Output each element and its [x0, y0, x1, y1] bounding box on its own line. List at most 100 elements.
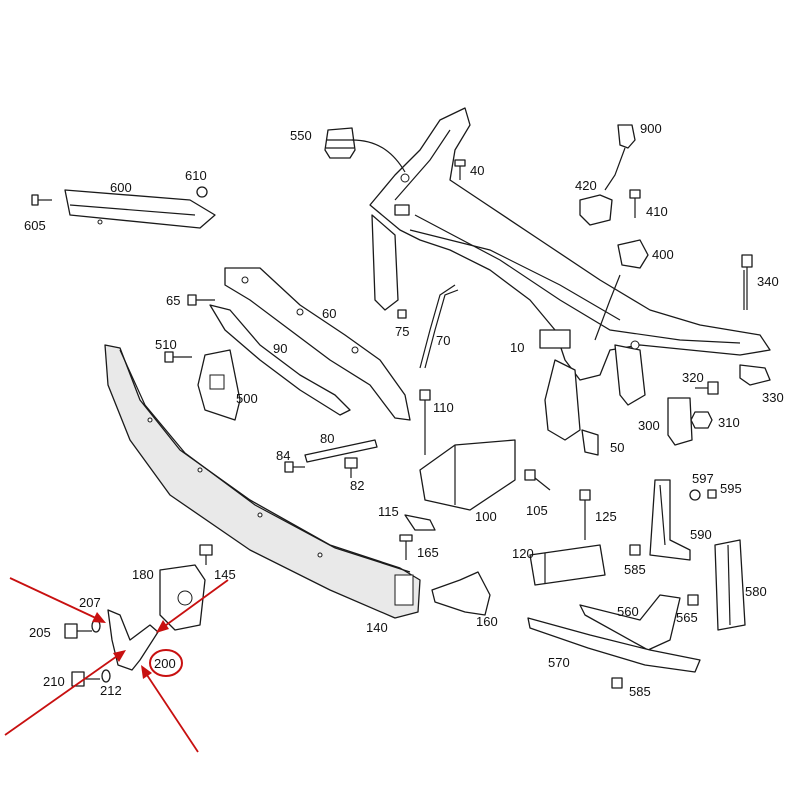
label-510: 510 [155, 337, 177, 352]
label-65: 65 [166, 293, 180, 308]
label-320: 320 [682, 370, 704, 385]
bolt-part-75 [397, 309, 407, 319]
label-160: 160 [476, 614, 498, 629]
bolt-part-125 [579, 489, 591, 540]
bolt-part-110 [419, 389, 431, 455]
label-400: 400 [652, 247, 674, 262]
label-60: 60 [322, 306, 336, 321]
bolt-part-595 [707, 489, 717, 499]
highlight-arrow-lower-right [141, 665, 199, 753]
label-115: 115 [378, 504, 399, 519]
highlight-arrow-upper-left [9, 577, 106, 623]
bumper-beam-part-140 [104, 344, 421, 619]
label-500: 500 [236, 391, 258, 406]
label-145: 145 [214, 567, 236, 582]
washer-part-212 [101, 669, 111, 683]
bolt-part-165 [399, 534, 413, 560]
bracket-part-560 [579, 594, 681, 651]
label-600: 600 [110, 180, 132, 195]
foam-part-120 [529, 544, 606, 586]
label-585-lower: 585 [629, 684, 651, 699]
bracket-part-70 [419, 284, 459, 369]
bracket-part-500 [197, 349, 241, 421]
bolt-part-585-upper [629, 544, 641, 556]
label-410: 410 [646, 204, 668, 219]
washer-part-597 [689, 489, 701, 501]
label-210: 210 [43, 674, 65, 689]
label-560: 560 [617, 604, 639, 619]
label-75: 75 [395, 324, 409, 339]
bracket-part-160 [431, 571, 491, 616]
bolt-part-145 [199, 544, 213, 565]
highlight-arrow-lower-left [4, 650, 126, 736]
support-part-60 [224, 267, 411, 421]
label-330: 330 [762, 390, 784, 405]
bolt-part-565 [687, 594, 699, 606]
label-570: 570 [548, 655, 570, 670]
bolt-part-82 [344, 457, 358, 478]
sensor-part-900 [604, 124, 636, 191]
label-50: 50 [610, 440, 624, 455]
label-110: 110 [433, 400, 454, 415]
label-70: 70 [436, 333, 450, 348]
label-565: 565 [676, 610, 698, 625]
label-82: 82 [350, 478, 364, 493]
label-84: 84 [276, 448, 290, 463]
part-330 [739, 364, 771, 386]
nut-part-610 [196, 186, 208, 198]
highlight-circle-200 [149, 649, 183, 677]
nut-part-310 [690, 411, 713, 429]
bolt-part-320 [695, 381, 719, 395]
label-125: 125 [595, 509, 617, 524]
bolt-part-340 [741, 254, 753, 310]
bracket-part-570 [527, 617, 701, 673]
bolt-part-410 [629, 189, 641, 218]
screw-part-605 [31, 194, 52, 206]
label-585-upper: 585 [624, 562, 646, 577]
clip-part-115 [404, 514, 436, 531]
label-100: 100 [475, 509, 497, 524]
bolt-part-65 [187, 294, 215, 306]
label-590: 590 [690, 527, 712, 542]
bracket-part-590 [649, 479, 691, 561]
front-carrier-part-10 [369, 107, 771, 441]
label-90: 90 [273, 341, 287, 356]
label-200: 200 [154, 656, 176, 671]
bracket-part-420 [579, 194, 613, 226]
label-40: 40 [470, 163, 484, 178]
bolt-part-84 [284, 461, 305, 473]
label-610: 610 [185, 168, 207, 183]
label-310: 310 [718, 415, 740, 430]
carrier-part-600 [64, 189, 216, 229]
label-120: 120 [512, 546, 534, 561]
highlight-arrow-upper-right [156, 579, 229, 633]
bolt-part-585-lower [611, 677, 623, 689]
label-10: 10 [510, 340, 524, 355]
label-180: 180 [132, 567, 154, 582]
label-300: 300 [638, 418, 660, 433]
label-597: 597 [692, 471, 714, 486]
rod-part-80 [304, 439, 378, 463]
bolt-part-510 [164, 351, 192, 363]
bracket-part-50 [581, 429, 599, 456]
label-605: 605 [24, 218, 46, 233]
label-550: 550 [290, 128, 312, 143]
label-900: 900 [640, 121, 662, 136]
label-165: 165 [417, 545, 439, 560]
module-part-100 [419, 439, 516, 511]
label-105: 105 [526, 503, 548, 518]
label-212: 212 [100, 683, 122, 698]
label-595: 595 [720, 481, 742, 496]
bracket-part-300 [667, 397, 693, 446]
label-80: 80 [320, 431, 334, 446]
shroud-part-90 [209, 304, 351, 416]
label-420: 420 [575, 178, 597, 193]
label-580: 580 [745, 584, 767, 599]
bracket-part-400 [594, 239, 649, 341]
buffer-part-550 [324, 127, 406, 173]
bolt-part-205 [64, 623, 92, 639]
label-205: 205 [29, 625, 51, 640]
bolt-part-105 [524, 469, 551, 491]
label-140: 140 [366, 620, 388, 635]
